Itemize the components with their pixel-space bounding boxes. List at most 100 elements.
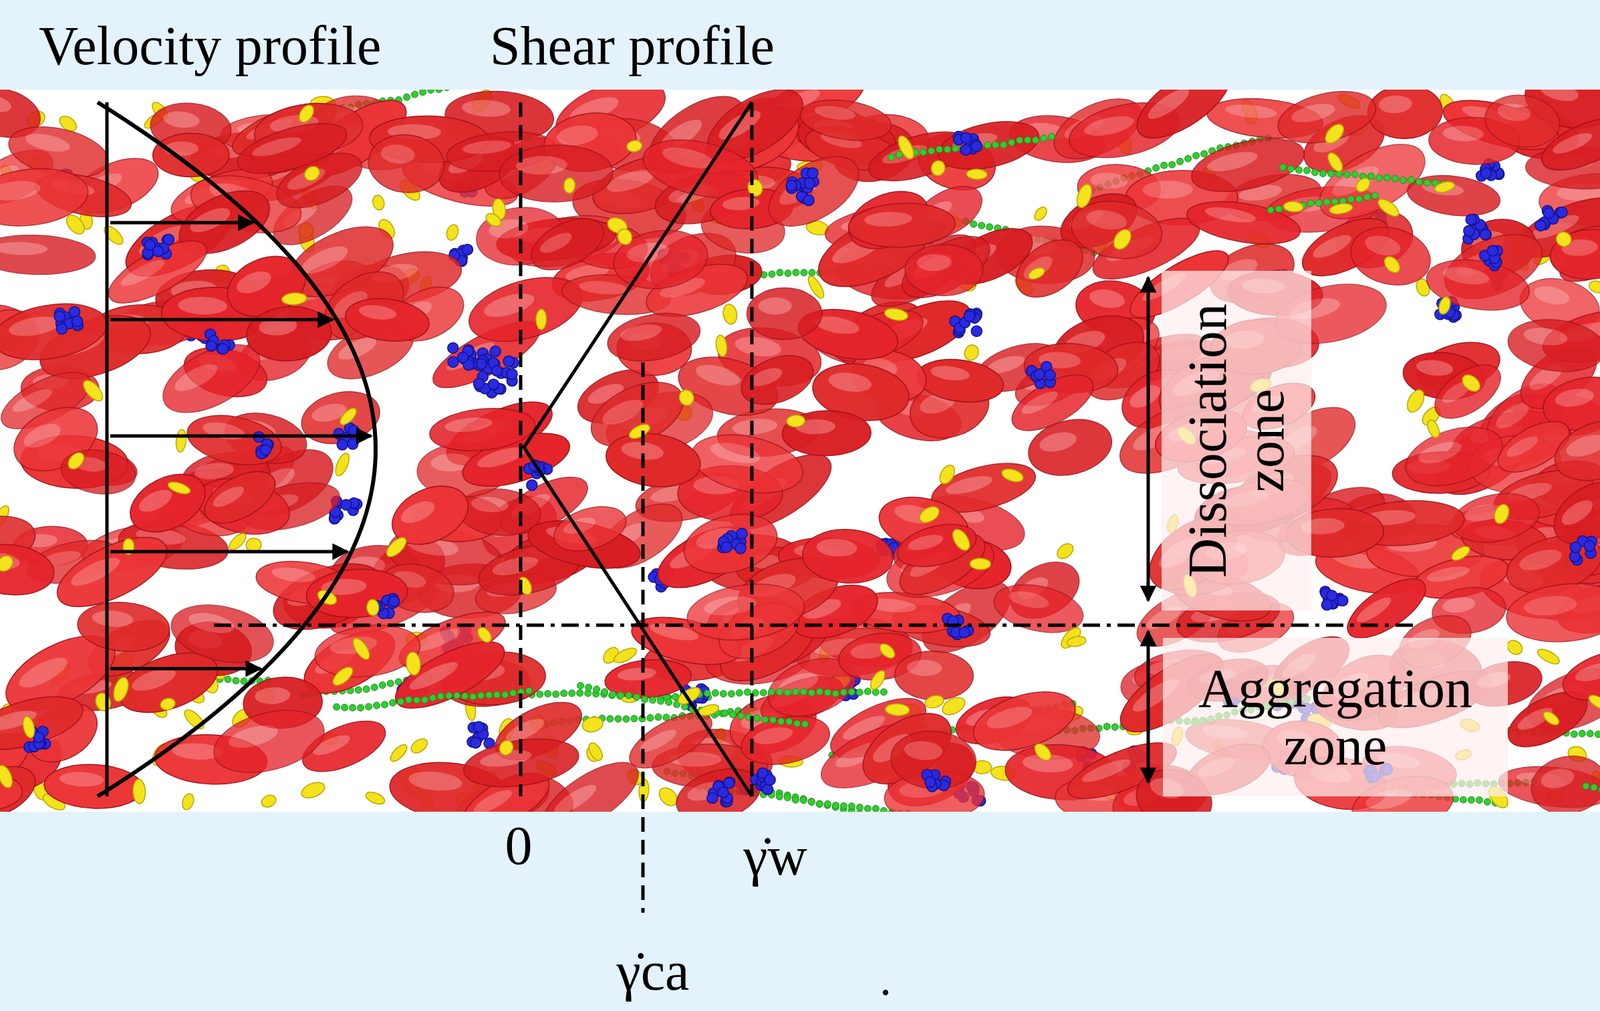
red-blood-cell <box>0 686 89 760</box>
fibrinogen-bead <box>792 269 800 277</box>
cell-highlight <box>407 769 464 793</box>
red-blood-cell <box>75 598 172 655</box>
fibrinogen-bead <box>1570 730 1578 738</box>
platelet <box>1031 204 1049 222</box>
cell-highlight <box>1378 94 1413 115</box>
cluster-bead <box>1481 167 1492 179</box>
fibrinogen-bead <box>784 270 792 277</box>
cell-highlight <box>471 785 516 812</box>
cell-highlight <box>1080 754 1133 786</box>
red-blood-cell <box>904 243 984 297</box>
red-blood-cell <box>461 265 590 353</box>
red-blood-cell <box>894 649 974 701</box>
fibrinogen-bead <box>378 681 386 689</box>
fibrinogen-bead <box>1201 150 1208 158</box>
cell-highlight <box>171 358 222 397</box>
fibrinogen-bead <box>646 714 654 722</box>
fibrinogen-bead <box>411 90 419 98</box>
cell-highlight <box>1090 171 1129 190</box>
fibrinogen-bead <box>1176 157 1184 165</box>
cell-highlight <box>721 195 760 212</box>
red-blood-cell <box>1186 128 1310 202</box>
cell-highlight <box>1532 282 1572 308</box>
cell-highlight <box>1522 593 1578 618</box>
red-blood-cell <box>365 130 447 196</box>
cell-highlight <box>1309 230 1355 262</box>
fibrinogen-bead <box>986 223 994 230</box>
cell-highlight <box>67 552 123 591</box>
cell-highlight <box>1441 594 1477 615</box>
red-blood-cell <box>603 306 704 368</box>
cluster-bead <box>461 243 473 255</box>
cell-highlight <box>58 770 104 787</box>
cell-layer <box>0 89 1600 812</box>
cell-highlight <box>358 302 398 321</box>
red-blood-cell <box>0 233 97 277</box>
cell-body <box>610 224 712 295</box>
red-blood-cell <box>312 618 424 683</box>
cell-body <box>461 265 590 353</box>
red-blood-cell <box>152 132 230 177</box>
cell-highlight <box>1082 112 1136 140</box>
cluster-bead <box>473 721 484 732</box>
cell-body <box>386 628 514 721</box>
cell-body <box>1398 416 1510 497</box>
red-blood-cell <box>183 407 287 472</box>
fibrinogen-bead <box>848 802 855 810</box>
cell-highlight <box>1421 179 1465 198</box>
cell-highlight <box>24 130 73 156</box>
cell-body <box>757 142 871 241</box>
red-blood-cell <box>231 113 353 184</box>
red-blood-cell <box>847 201 956 250</box>
cell-highlight <box>177 296 228 315</box>
fibrinogen-bead <box>783 793 791 801</box>
red-blood-cell <box>797 94 894 146</box>
cell-body <box>1548 226 1600 283</box>
fibrinogen-bead <box>1184 155 1192 162</box>
cell-highlight <box>757 297 792 315</box>
fibrinogen-bead <box>630 715 638 722</box>
cell-highlight <box>1522 325 1568 348</box>
red-blood-cell <box>1548 226 1600 283</box>
fibrinogen-bead <box>1192 152 1200 160</box>
cell-highlight <box>864 211 913 228</box>
cell-body <box>966 680 1083 762</box>
fibrinogen-bead <box>606 715 614 722</box>
cell-body <box>1003 363 1103 442</box>
fibrinogen-bead <box>568 689 576 697</box>
fibrinogen-bead <box>435 89 443 93</box>
fibrinogen-bead <box>864 804 871 812</box>
red-blood-cell <box>342 294 432 347</box>
fibrinogen-bead <box>1483 797 1491 805</box>
cell-highlight <box>1415 437 1464 468</box>
red-blood-cell <box>1542 469 1600 557</box>
fibrinogen-bead <box>808 797 815 805</box>
cell-highlight <box>906 658 942 676</box>
cell-body <box>1307 128 1437 234</box>
cell-highlight <box>555 122 600 148</box>
cell-highlight <box>1019 386 1062 418</box>
fibrinogen-bead <box>808 797 815 805</box>
cell-body <box>933 113 1044 178</box>
cell-highlight <box>1573 658 1600 685</box>
cell-highlight <box>1425 563 1471 585</box>
fibrinogen-bead <box>662 713 670 721</box>
cell-body <box>894 649 974 701</box>
fibrinogen-bead <box>832 802 839 809</box>
fibrinogen-bead <box>1586 729 1594 737</box>
fibrinogen-bead <box>622 715 630 722</box>
red-blood-cell <box>1344 219 1437 293</box>
cell-body <box>0 686 89 760</box>
cell-highlight <box>598 394 647 430</box>
cell-body <box>797 94 894 146</box>
red-blood-cell <box>386 628 514 721</box>
red-blood-cell <box>165 595 279 672</box>
cell-body <box>1126 89 1242 152</box>
cell-highlight <box>91 608 135 629</box>
red-blood-cell <box>603 655 694 701</box>
fibrinogen-bead <box>872 804 879 812</box>
cell-highlight <box>1084 207 1129 232</box>
cell-body <box>747 287 823 339</box>
cell-highlight <box>731 417 778 437</box>
fibrinogen-bead <box>775 792 783 800</box>
